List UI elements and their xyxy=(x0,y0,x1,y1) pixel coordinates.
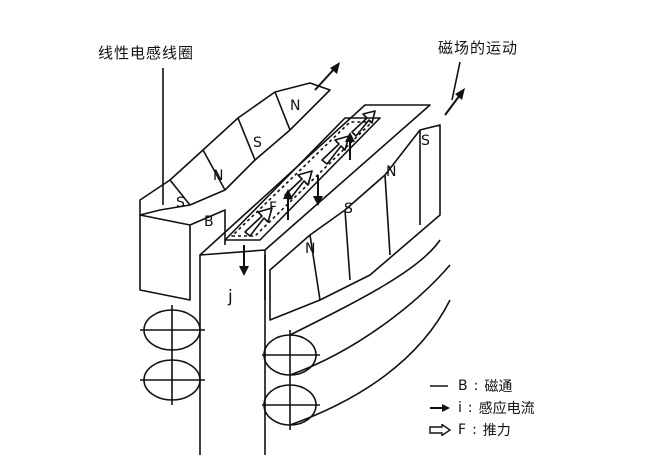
pole-label: S xyxy=(344,201,353,217)
roller-left-top xyxy=(140,305,205,355)
legend-symbol: F xyxy=(458,422,467,438)
legend-symbol: i xyxy=(458,400,462,416)
motion-arrows xyxy=(314,67,461,116)
thin-line-icon xyxy=(430,385,448,387)
force-label: F xyxy=(269,200,277,216)
pole-label: S xyxy=(253,135,262,151)
pole-label: N xyxy=(290,98,300,114)
legend-text: 推力 xyxy=(482,423,511,439)
conductor-plate xyxy=(199,104,431,455)
roller-right-top xyxy=(262,239,451,380)
legend-text: 磁通 xyxy=(484,379,513,395)
right-magnet-bank xyxy=(269,124,441,321)
legend-text: 感应电流 xyxy=(478,401,535,417)
roller-right-bottom xyxy=(262,299,451,430)
flux-label: B xyxy=(204,214,214,230)
pole-label: N xyxy=(386,164,396,180)
pole-label: S xyxy=(176,195,185,211)
thrust-arrows xyxy=(244,110,376,237)
coil-label: 线性电感线圈 xyxy=(98,44,195,62)
left-magnet-bank xyxy=(139,82,331,301)
motion-leader-line xyxy=(451,61,461,101)
legend-item: F : 推力 xyxy=(428,420,511,440)
pole-label: N xyxy=(305,241,315,257)
current-label: j xyxy=(227,287,233,307)
legend-item: B : 磁通 xyxy=(428,376,512,396)
legend-symbol: B xyxy=(458,378,468,394)
roller-left-bottom xyxy=(140,355,205,405)
pole-label: S xyxy=(421,133,430,149)
arrow-icon xyxy=(430,404,450,412)
pole-label: N xyxy=(213,168,223,184)
legend-item: i : 感应电流 xyxy=(428,398,535,418)
field-motion-label: 磁场的运动 xyxy=(438,39,519,57)
hollow-arrow-icon xyxy=(429,424,452,436)
